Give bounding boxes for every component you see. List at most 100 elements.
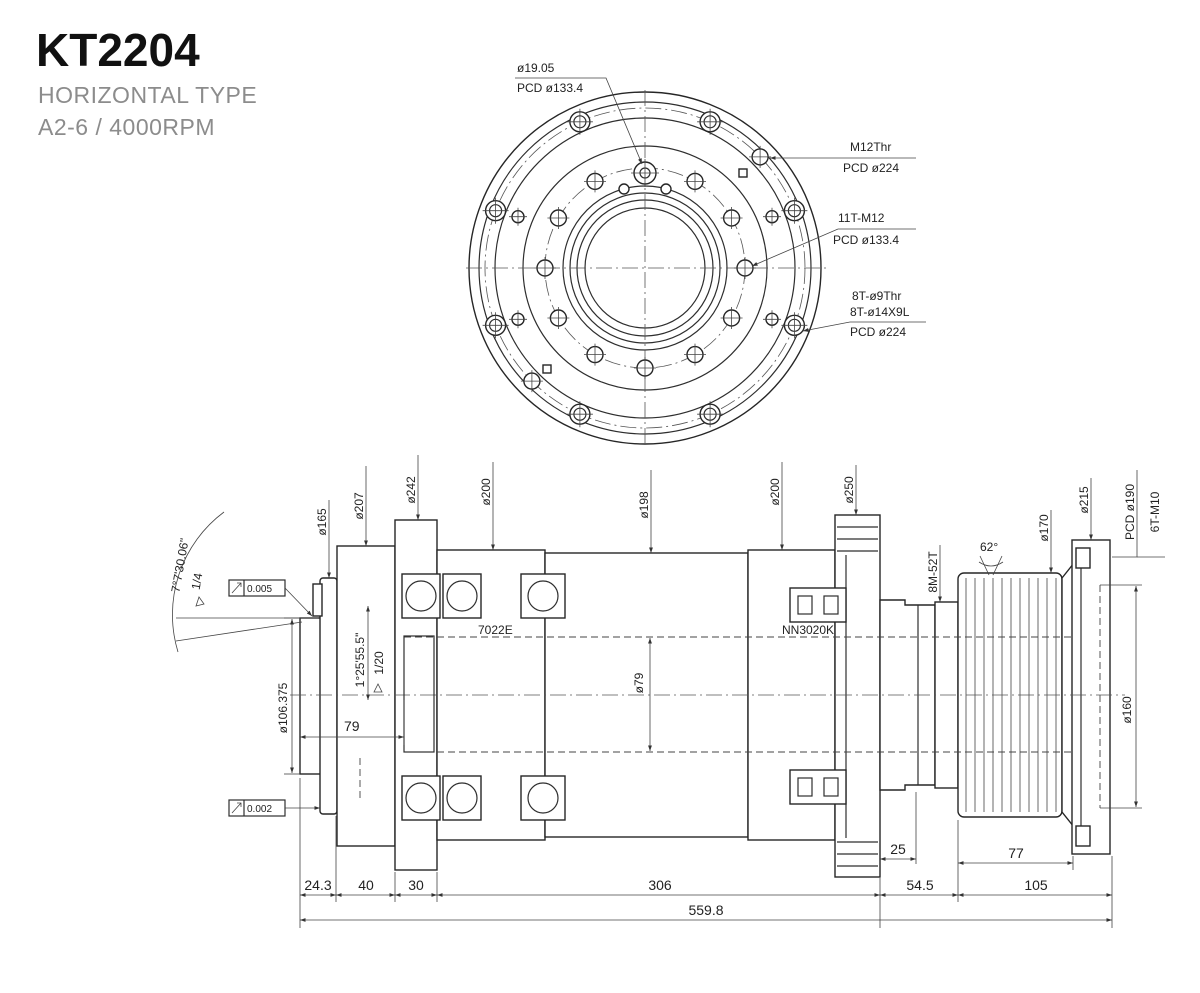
- roller-box: [789, 769, 847, 805]
- cap-dia-label: ø215: [1077, 486, 1091, 514]
- tapped-hole: [547, 207, 570, 229]
- length-dimensions: 24.3 40 30 306 54.5 105 559.8 25 77: [299, 778, 1113, 928]
- rear-flange: [834, 514, 881, 878]
- tapped-hole: [720, 207, 743, 229]
- key-slot: [542, 364, 552, 374]
- cap-bolts-label: 6T-M10: [1148, 491, 1162, 532]
- flange-dia-label: ø242: [404, 476, 418, 504]
- runout-box-radial: 0.002: [228, 799, 320, 817]
- belt-label: 8M-52T: [926, 551, 940, 593]
- neck-length-label: 25: [890, 841, 906, 857]
- tapped-hole: [547, 307, 570, 329]
- pin-hole: [618, 183, 630, 195]
- counterbore-hole: [697, 108, 724, 135]
- top-hole-leader: [515, 77, 643, 165]
- tapped-hole: [720, 307, 743, 329]
- tapped-hole: [584, 343, 606, 366]
- nose-dia-label: ø165: [315, 508, 329, 536]
- runout-radial-value: 0.002: [247, 804, 272, 815]
- rear-bearing-bottom: [789, 769, 847, 805]
- cap-pcd-label: PCD ø190: [1123, 484, 1137, 540]
- bearing-ball: [405, 782, 437, 814]
- through-holes-label: 8T-ø9Thr: [852, 289, 901, 303]
- seg-4-label: 306: [648, 877, 672, 893]
- pulley-length-label: 77: [1008, 845, 1024, 861]
- key-slot: [738, 168, 748, 178]
- cone-taper-symbol: [373, 683, 383, 693]
- runout-box-face: 0.005: [228, 579, 313, 617]
- runout-symbol: [231, 802, 242, 814]
- type-subtitle: HORIZONTAL TYPE: [38, 82, 257, 108]
- tapped-hole: [734, 257, 756, 279]
- pilot-dia-label: ø106.375: [276, 682, 290, 733]
- counterbore-hole: [482, 312, 509, 339]
- rear-flange-dia-label: ø250: [842, 476, 856, 504]
- thread-hole-label: M12Thr: [850, 140, 891, 154]
- taper-angle-arc: [172, 511, 225, 653]
- front-housing-dia-label: ø207: [352, 492, 366, 520]
- counterbore-hole: [566, 401, 593, 428]
- top-hole-pcd-label: PCD ø133.4: [517, 81, 583, 95]
- cone-ratio-label: 1/20: [372, 651, 386, 675]
- groove-angle-label: 62°: [980, 540, 998, 554]
- runout-face-value: 0.005: [247, 584, 272, 595]
- counterbore-hole: [781, 197, 808, 224]
- front-housing: [336, 545, 396, 847]
- cap-bolt-notch: [1075, 825, 1091, 847]
- draw-bar-seat: [403, 635, 435, 753]
- front-bearing-top: [401, 573, 566, 619]
- m12-thread-hole: [520, 370, 543, 393]
- m12-thread-hole: [749, 145, 772, 168]
- rear-bearing-label: NN3020K: [782, 623, 834, 637]
- seg-2-label: 40: [358, 877, 374, 893]
- front-bearing-bottom: [401, 775, 566, 821]
- through-holes-pcd-label: PCD ø224: [850, 325, 906, 339]
- counterbore-hole: [781, 312, 808, 339]
- thread-hole: [509, 310, 527, 329]
- front-view: ø19.05 PCD ø133.4 M12Thr PCD ø224 11T-M1…: [466, 61, 926, 446]
- bearing-ball: [527, 782, 559, 814]
- rear-bearing-top: [789, 587, 847, 623]
- spindle-nose: [299, 617, 323, 775]
- thread-hole-pcd-label: PCD ø224: [843, 161, 899, 175]
- tapped-hole-leader: [751, 228, 916, 267]
- side-view: 7022E NN3020K ø165 ø207 ø242 ø200 ø198 ø…: [168, 455, 1165, 878]
- runout-face-leader: [284, 587, 313, 617]
- roller: [823, 777, 839, 797]
- header: KT2204 HORIZONTAL TYPE A2-6 / 4000RPM: [36, 24, 257, 140]
- cap-bolt-notch: [1075, 547, 1091, 569]
- top-hole-label: ø19.05: [517, 61, 555, 75]
- runout-symbol: [231, 582, 242, 594]
- bearing-ball: [446, 580, 478, 612]
- tapped-holes-pcd-label: PCD ø133.4: [833, 233, 899, 247]
- tapped-hole: [584, 170, 606, 193]
- top-hole: [631, 159, 659, 187]
- pilot-depth-label: 79: [344, 718, 360, 734]
- bore-dia-label: ø79: [632, 672, 646, 693]
- spec-subtitle: A2-6 / 4000RPM: [38, 114, 215, 140]
- drive-key: [312, 583, 323, 617]
- counterbore-hole: [697, 401, 724, 428]
- body-front-dia-label: ø200: [479, 478, 493, 506]
- rear-dia-label: ø160: [1120, 696, 1134, 724]
- tapped-holes-label: 11T-M12: [838, 211, 885, 225]
- thread-hole: [763, 207, 781, 226]
- roller: [823, 595, 839, 615]
- counterbore-label: 8T-ø14X9L: [850, 305, 910, 319]
- model-title: KT2204: [36, 24, 200, 76]
- front-view-holes: [482, 108, 808, 428]
- groove-angle-side: [979, 555, 990, 576]
- roller: [797, 777, 813, 797]
- groove-angle-arc: [978, 561, 1004, 567]
- taper-ratio-label: 1/4: [189, 572, 206, 591]
- thread-hole: [763, 310, 781, 329]
- taper-line: [175, 621, 303, 642]
- pin-hole: [660, 183, 672, 195]
- through-hole-leader: [802, 321, 926, 332]
- pulley-dia-label: ø170: [1037, 514, 1051, 542]
- thread-hole: [509, 207, 527, 226]
- seg-3-label: 30: [408, 877, 424, 893]
- rear-cap: [1071, 539, 1111, 855]
- taper-angle-label: 7°7'30.06": [168, 537, 191, 593]
